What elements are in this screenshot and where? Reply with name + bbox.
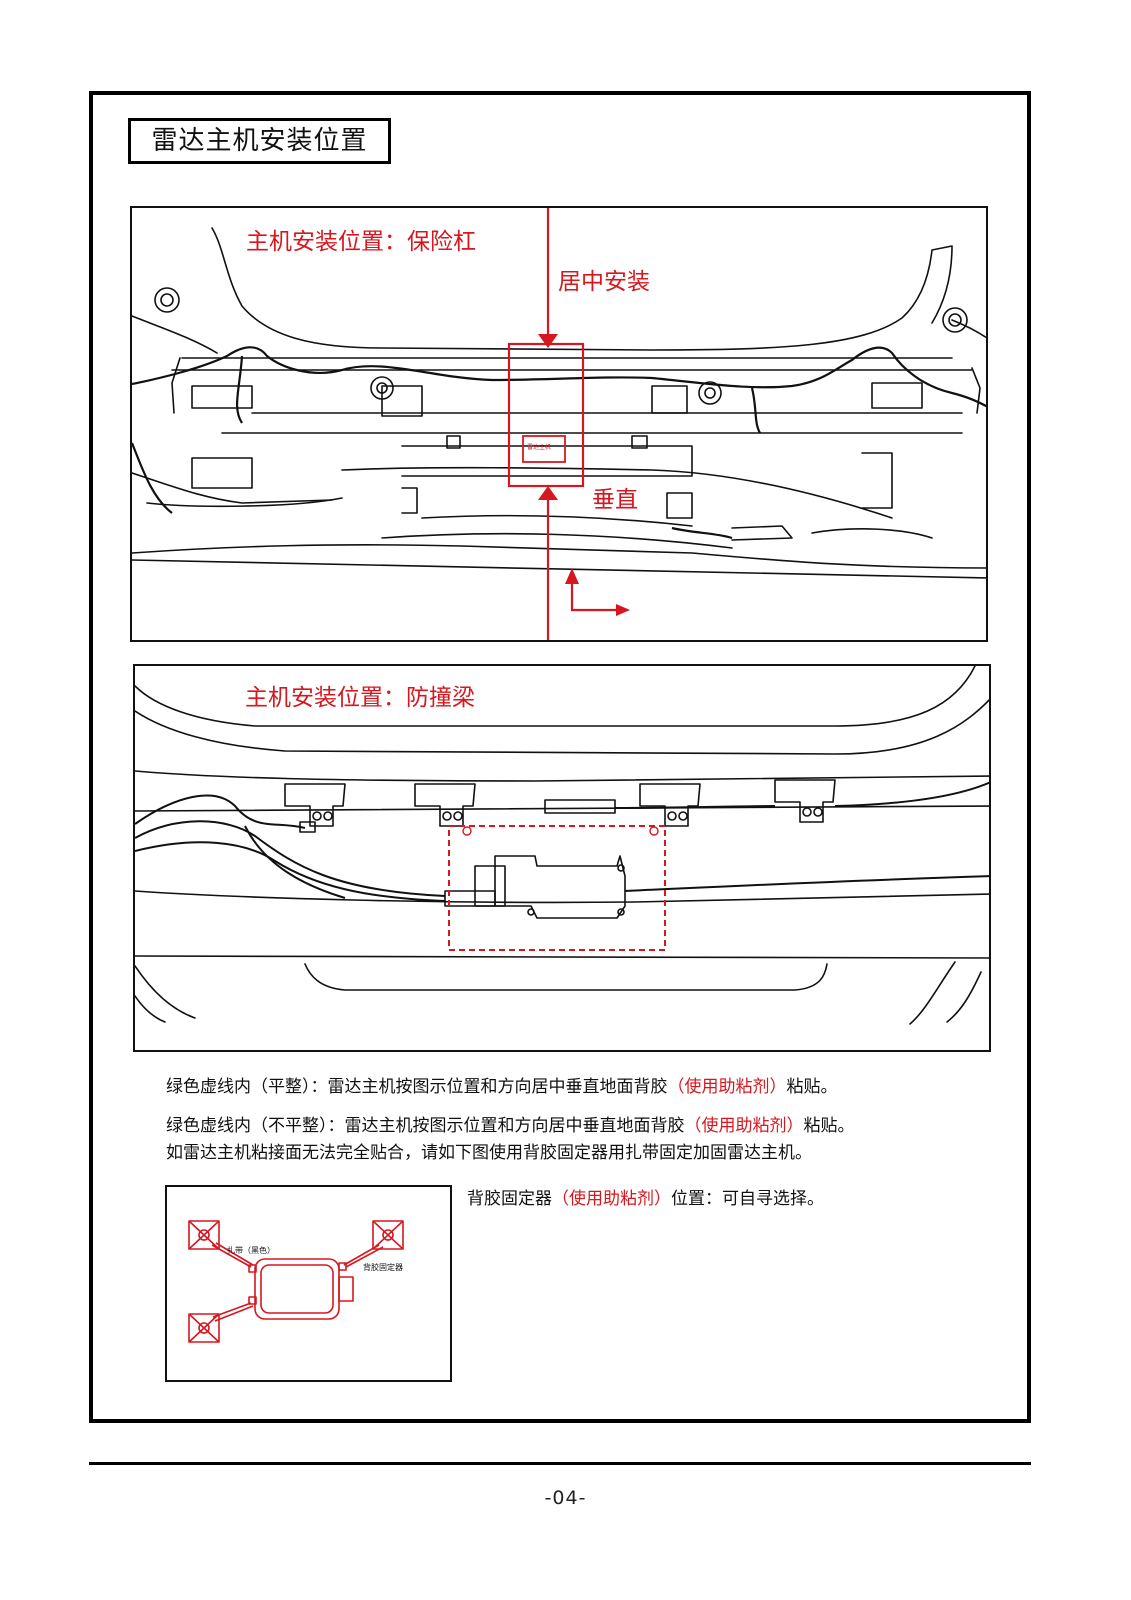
note-uneven: 绿色虚线内（不平整）：雷达主机按图示位置和方向居中垂直地面背胶（使用助粘剂）粘贴… (166, 1113, 986, 1140)
footer-rule (89, 1462, 1031, 1465)
note-reinforce: 如雷达主机粘接面无法完全贴合，请如下图使用背胶固定器用扎带固定加固雷达主机。 (166, 1143, 812, 1163)
note-flat-highlight: （使用助粘剂） (667, 1077, 787, 1097)
arrow-up-marker (538, 486, 558, 500)
bumper-line-drawing (132, 208, 986, 640)
holder-line-drawing (188, 1220, 404, 1343)
note-flat: 绿色虚线内（平整）：雷达主机按图示位置和方向居中垂直地面背胶（使用助粘剂）粘贴。 (166, 1074, 986, 1101)
holder-note-text: 背胶固定器 (467, 1189, 552, 1209)
note-uneven-highlight: （使用助粘剂） (684, 1116, 804, 1136)
crash-beam-diagram: 主机安装位置：防撞梁 (133, 664, 991, 1052)
holder-note: 背胶固定器（使用助粘剂）位置：可自寻选择。 (467, 1184, 824, 1209)
dashed-install-zone (448, 825, 666, 951)
page-frame (89, 91, 1031, 1423)
note-uneven-text: 绿色虚线内（不平整）：雷达主机按图示位置和方向居中垂直地面背胶 (166, 1116, 685, 1136)
center-install-zone (507, 342, 585, 488)
tie-label: 扎带（黑色） (227, 1246, 275, 1255)
bumper-title: 主机安装位置：保险杠 (246, 229, 476, 255)
note-flat-end: 粘贴。 (786, 1077, 838, 1097)
vertical-label: 垂直 (592, 487, 638, 513)
note-uneven-end: 粘贴。 (803, 1116, 855, 1136)
section-title: 雷达主机安装位置 (128, 118, 391, 164)
holder-note-highlight: （使用助粘剂） (552, 1189, 671, 1209)
note-flat-text: 绿色虚线内（平整）：雷达主机按图示位置和方向居中垂直地面背胶 (166, 1077, 668, 1097)
holder-label: 背胶固定器 (363, 1263, 403, 1272)
crash-beam-line-drawing (135, 666, 989, 1025)
arrow-down-marker (538, 334, 558, 348)
holder-diagram: 扎带（黑色） 背胶固定器 (165, 1185, 452, 1382)
center-install-label: 居中安装 (558, 269, 650, 295)
bumper-diagram: 主机安装位置：保险杠 居中安装 垂直 雷达主机 (130, 206, 988, 642)
page-number: -04- (544, 1487, 587, 1509)
radar-unit-tag: 雷达主机 (527, 444, 552, 451)
installation-notes: 绿色虚线内（平整）：雷达主机按图示位置和方向居中垂直地面背胶（使用助粘剂）粘贴。… (166, 1074, 986, 1179)
crash-beam-title: 主机安装位置：防撞梁 (245, 685, 475, 711)
holder-note-end: 位置：可自寻选择。 (671, 1189, 824, 1209)
